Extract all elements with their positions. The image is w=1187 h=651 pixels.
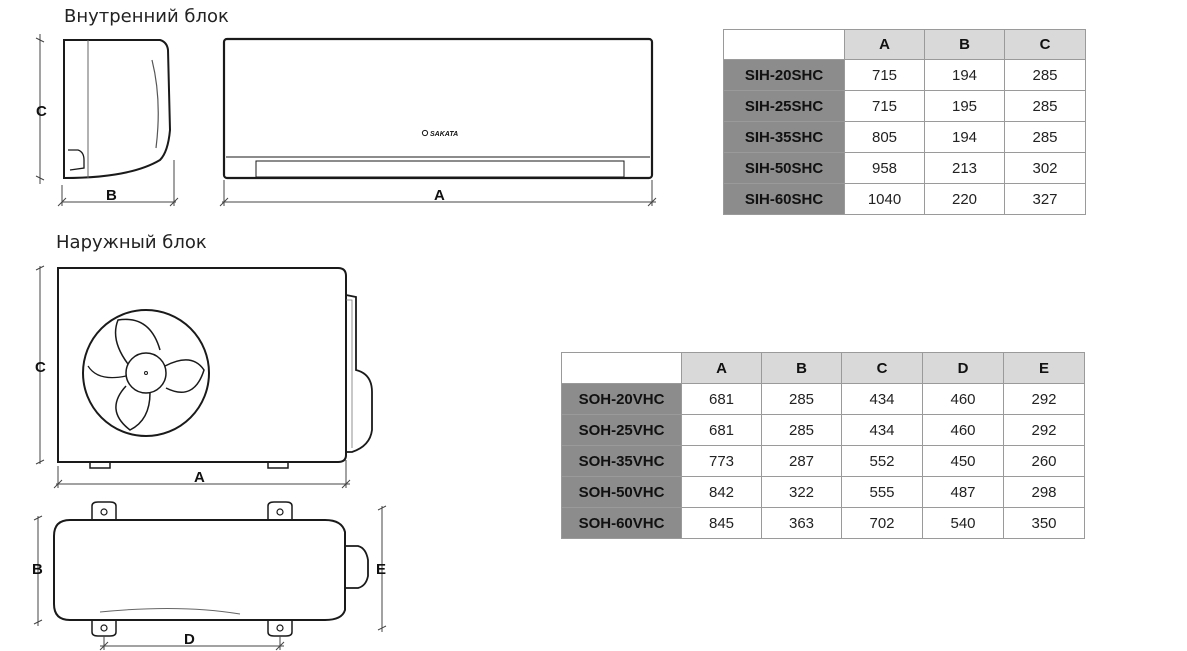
table-row: SOH-20VHC 681 285 434 460 292 bbox=[561, 383, 1085, 415]
value-cell: 285 bbox=[1004, 121, 1086, 153]
outdoor-dim-d-label: D bbox=[184, 631, 195, 648]
value-cell: 842 bbox=[681, 476, 762, 508]
value-cell: 715 bbox=[844, 59, 925, 91]
column-header: D bbox=[922, 352, 1004, 384]
model-cell: SOH-25VHC bbox=[561, 414, 682, 446]
value-cell: 773 bbox=[681, 445, 762, 477]
indoor-side-view bbox=[63, 39, 172, 180]
table-header-row: A B C bbox=[723, 29, 1086, 60]
value-cell: 958 bbox=[844, 152, 925, 184]
value-cell: 322 bbox=[761, 476, 842, 508]
column-header: B bbox=[761, 352, 842, 384]
indoor-dim-c-label: C bbox=[36, 103, 47, 120]
value-cell: 1040 bbox=[844, 183, 925, 215]
outdoor-unit-heading: Наружный блок bbox=[56, 232, 207, 253]
indoor-dim-a-label: A bbox=[434, 187, 445, 204]
value-cell: 434 bbox=[841, 383, 923, 415]
table-row: SIH-60SHC 1040 220 327 bbox=[723, 183, 1086, 215]
column-header: A bbox=[844, 29, 925, 60]
value-cell: 194 bbox=[924, 59, 1005, 91]
value-cell: 434 bbox=[841, 414, 923, 446]
model-cell: SIH-35SHC bbox=[723, 121, 845, 153]
sakata-logo: SAKATA bbox=[430, 131, 458, 138]
outdoor-dim-c-label: C bbox=[35, 359, 46, 376]
value-cell: 805 bbox=[844, 121, 925, 153]
value-cell: 363 bbox=[761, 507, 842, 539]
outdoor-dimensions-table: A B C D E SOH-20VHC 681 285 434 460 292 … bbox=[561, 352, 1085, 539]
value-cell: 450 bbox=[922, 445, 1004, 477]
model-cell: SOH-20VHC bbox=[561, 383, 682, 415]
model-cell: SIH-20SHC bbox=[723, 59, 845, 91]
column-header: A bbox=[681, 352, 762, 384]
value-cell: 681 bbox=[681, 383, 762, 415]
indoor-dim-b-label: B bbox=[106, 187, 117, 204]
outdoor-dim-e-label: E bbox=[376, 561, 386, 578]
value-cell: 285 bbox=[1004, 90, 1086, 122]
column-header: C bbox=[841, 352, 923, 384]
table-row: SIH-50SHC 958 213 302 bbox=[723, 152, 1086, 184]
value-cell: 285 bbox=[761, 414, 842, 446]
value-cell: 540 bbox=[922, 507, 1004, 539]
value-cell: 287 bbox=[761, 445, 842, 477]
table-row: SOH-35VHC 773 287 552 450 260 bbox=[561, 445, 1085, 477]
outdoor-front-view bbox=[57, 267, 373, 469]
value-cell: 213 bbox=[924, 152, 1005, 184]
value-cell: 555 bbox=[841, 476, 923, 508]
value-cell: 715 bbox=[844, 90, 925, 122]
outdoor-top-dimensions bbox=[33, 505, 387, 651]
table-row: SIH-35SHC 805 194 285 bbox=[723, 121, 1086, 153]
value-cell: 298 bbox=[1003, 476, 1085, 508]
value-cell: 285 bbox=[761, 383, 842, 415]
value-cell: 292 bbox=[1003, 414, 1085, 446]
value-cell: 195 bbox=[924, 90, 1005, 122]
outdoor-fan bbox=[82, 309, 210, 437]
outdoor-top-view bbox=[53, 501, 369, 637]
value-cell: 460 bbox=[922, 414, 1004, 446]
outdoor-dim-b-label: B bbox=[32, 561, 43, 578]
table-header-row: A B C D E bbox=[561, 352, 1085, 384]
value-cell: 220 bbox=[924, 183, 1005, 215]
header-corner bbox=[723, 29, 845, 60]
indoor-unit-heading: Внутренний блок bbox=[64, 6, 229, 27]
value-cell: 302 bbox=[1004, 152, 1086, 184]
value-cell: 552 bbox=[841, 445, 923, 477]
column-header: B bbox=[924, 29, 1005, 60]
table-row: SIH-20SHC 715 194 285 bbox=[723, 59, 1086, 91]
value-cell: 350 bbox=[1003, 507, 1085, 539]
outdoor-front-dimensions bbox=[35, 265, 351, 489]
value-cell: 292 bbox=[1003, 383, 1085, 415]
model-cell: SIH-25SHC bbox=[723, 90, 845, 122]
value-cell: 681 bbox=[681, 414, 762, 446]
table-row: SOH-25VHC 681 285 434 460 292 bbox=[561, 414, 1085, 446]
table-row: SOH-50VHC 842 322 555 487 298 bbox=[561, 476, 1085, 508]
indoor-side-dimensions bbox=[35, 34, 179, 207]
value-cell: 487 bbox=[922, 476, 1004, 508]
indoor-dimensions-table: A B C SIH-20SHC 715 194 285 SIH-25SHC 71… bbox=[723, 29, 1086, 215]
table-row: SOH-60VHC 845 363 702 540 350 bbox=[561, 507, 1085, 539]
value-cell: 327 bbox=[1004, 183, 1086, 215]
indoor-front-dimensions bbox=[219, 180, 657, 207]
value-cell: 260 bbox=[1003, 445, 1085, 477]
model-cell: SOH-60VHC bbox=[561, 507, 682, 539]
table-row: SIH-25SHC 715 195 285 bbox=[723, 90, 1086, 122]
value-cell: 702 bbox=[841, 507, 923, 539]
value-cell: 845 bbox=[681, 507, 762, 539]
value-cell: 460 bbox=[922, 383, 1004, 415]
model-cell: SIH-50SHC bbox=[723, 152, 845, 184]
indoor-front-view bbox=[222, 37, 654, 180]
model-cell: SOH-50VHC bbox=[561, 476, 682, 508]
model-cell: SOH-35VHC bbox=[561, 445, 682, 477]
model-cell: SIH-60SHC bbox=[723, 183, 845, 215]
outdoor-dim-a-label: A bbox=[194, 469, 205, 486]
column-header: E bbox=[1003, 352, 1085, 384]
column-header: C bbox=[1004, 29, 1086, 60]
value-cell: 285 bbox=[1004, 59, 1086, 91]
header-corner bbox=[561, 352, 682, 384]
value-cell: 194 bbox=[924, 121, 1005, 153]
